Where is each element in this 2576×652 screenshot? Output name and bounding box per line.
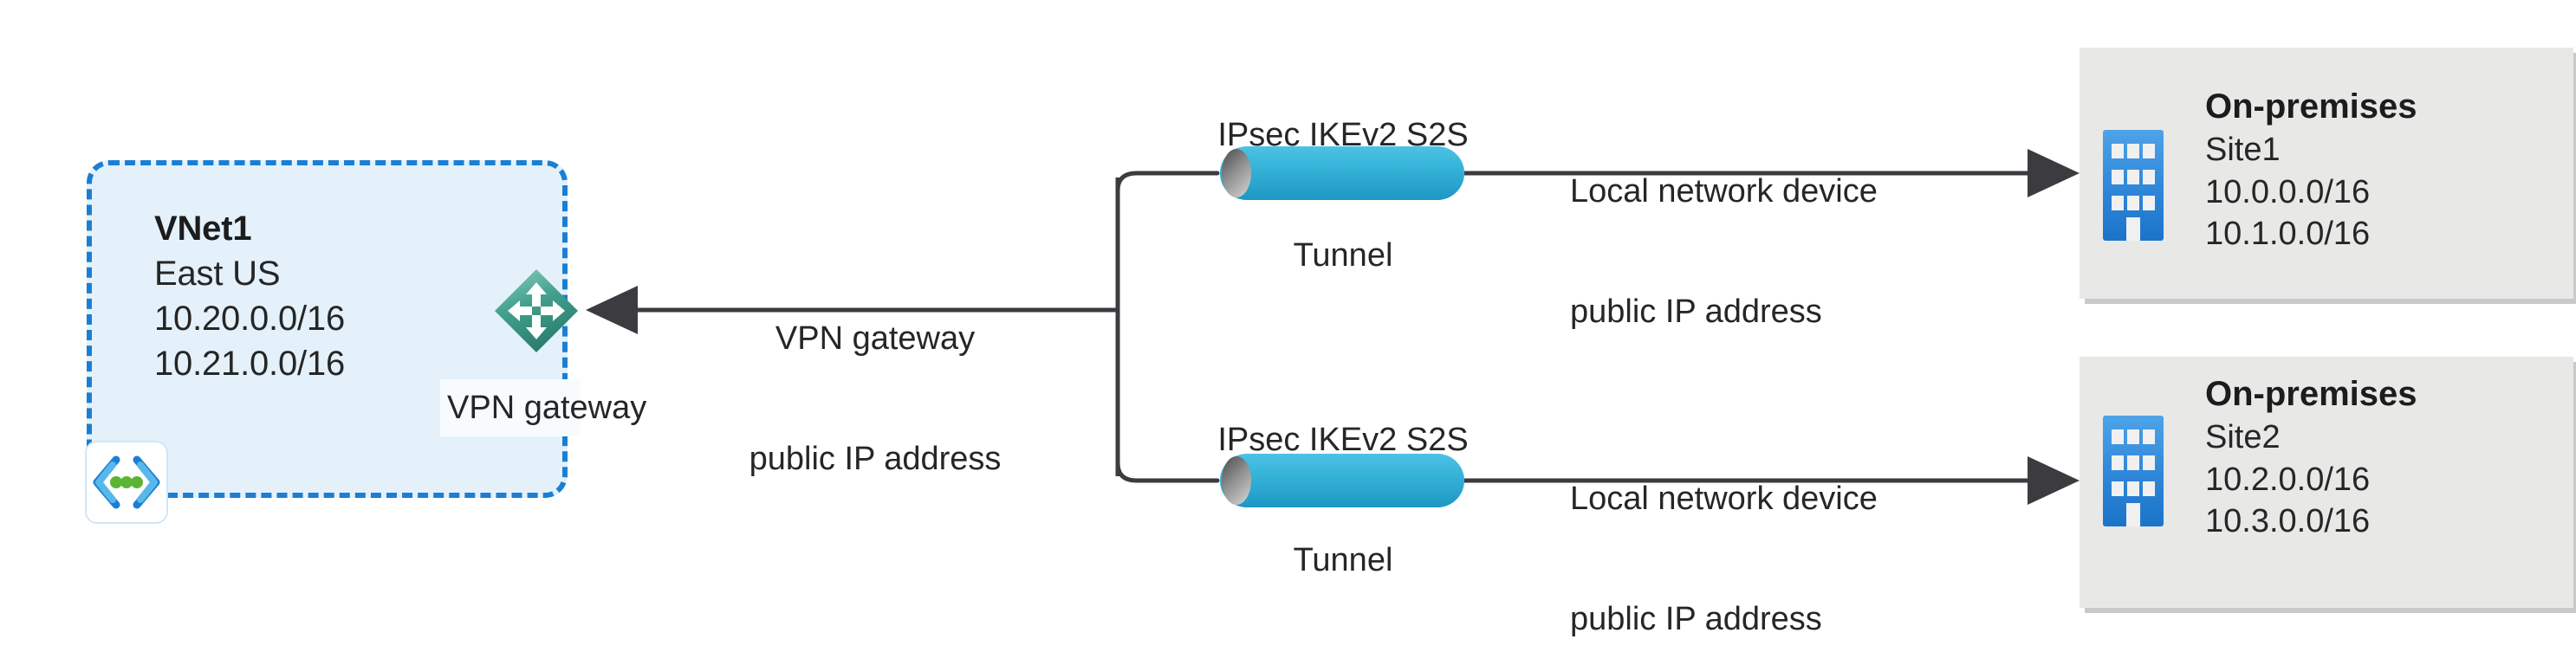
building-window [2127,196,2139,210]
site2-endpoint-line-1: Local network device [1570,480,1878,517]
on-premises-site1-text: On-premises Site1 10.0.0.0/16 10.1.0.0/1… [2205,85,2417,255]
tunnel-1-opening [1222,149,1251,197]
building-door [2126,503,2140,526]
vpn-gateway-diamond-icon [494,268,579,353]
building-window [2112,481,2124,496]
site2-endpoint-line-2: public IP address [1570,600,1822,637]
building-window [2112,196,2124,210]
site2-local-device-annotation: Local network device public IP address [1570,398,2003,652]
building-window [2143,481,2155,496]
site2-address-space-1: 10.2.0.0/16 [2205,461,2371,498]
office-building-icon [2103,130,2164,241]
vnet-address-space-2: 10.21.0.0/16 [154,345,346,383]
site1-endpoint-line-1: Local network device [1570,172,1878,210]
tunnel-2-label-line-2: Tunnel [1293,541,1393,578]
building-window [2127,429,2139,444]
vpn-gateway-glyph [495,269,578,352]
site1-endpoint-line-2: public IP address [1570,293,1822,330]
site1-local-device-annotation: Local network device public IP address [1570,91,2003,412]
building-window [2127,170,2139,184]
site1-title: On-premises [2205,87,2417,126]
on-premises-site2-text: On-premises Site2 10.2.0.0/16 10.3.0.0/1… [2205,372,2417,543]
gateway-annotation-line-2: public IP address [749,440,1002,477]
ipsec-tunnel-2 [1220,454,1464,507]
office-building-icon [2103,416,2164,526]
building-window [2112,455,2124,470]
tunnel-2-label-line-1: IPsec IKEv2 S2S [1217,421,1469,458]
building-window [2112,429,2124,444]
vnet-text-block: VNet1 East US 10.20.0.0/16 10.21.0.0/16 [154,206,518,386]
vnet-container [87,160,568,498]
gateway-public-ip-annotation: VPN gateway public IP address [693,238,1057,559]
virtual-network-glyph [93,455,160,509]
building-window [2143,144,2155,158]
site1-address-space-2: 10.1.0.0/16 [2205,216,2371,253]
building-window [2143,455,2155,470]
site2-address-space-2: 10.3.0.0/16 [2205,503,2371,540]
building-door [2126,217,2140,241]
site1-address-space-1: 10.0.0.0/16 [2205,173,2371,210]
vnet-name: VNet1 [154,210,252,248]
tunnel-2-opening [1222,456,1251,505]
vpn-gateway-label: VPN gateway [447,389,647,426]
arrow-to-site2-icon [2028,456,2080,505]
tunnel-2-label: IPsec IKEv2 S2S Tunnel [1161,339,1525,652]
virtual-network-icon [85,441,168,524]
gateway-annotation-line-1: VPN gateway [775,320,976,357]
vnet-region: East US [154,255,281,293]
building-window [2127,455,2139,470]
building-window [2127,481,2139,496]
building-window [2127,144,2139,158]
building-window [2112,144,2124,158]
building-window [2143,170,2155,184]
vpn-gateway-label-backdrop [440,379,581,436]
building-window [2143,196,2155,210]
arrow-to-gateway-icon [586,286,638,334]
building-window [2143,429,2155,444]
site1-name: Site1 [2205,132,2281,169]
vnet-address-space-1: 10.20.0.0/16 [154,300,346,338]
building-window [2112,170,2124,184]
arrow-to-site1-icon [2028,149,2080,197]
site2-name: Site2 [2205,419,2281,456]
ipsec-tunnel-1 [1220,146,1464,200]
tunnel-1-label-line-2: Tunnel [1293,236,1393,274]
site2-title: On-premises [2205,375,2417,413]
